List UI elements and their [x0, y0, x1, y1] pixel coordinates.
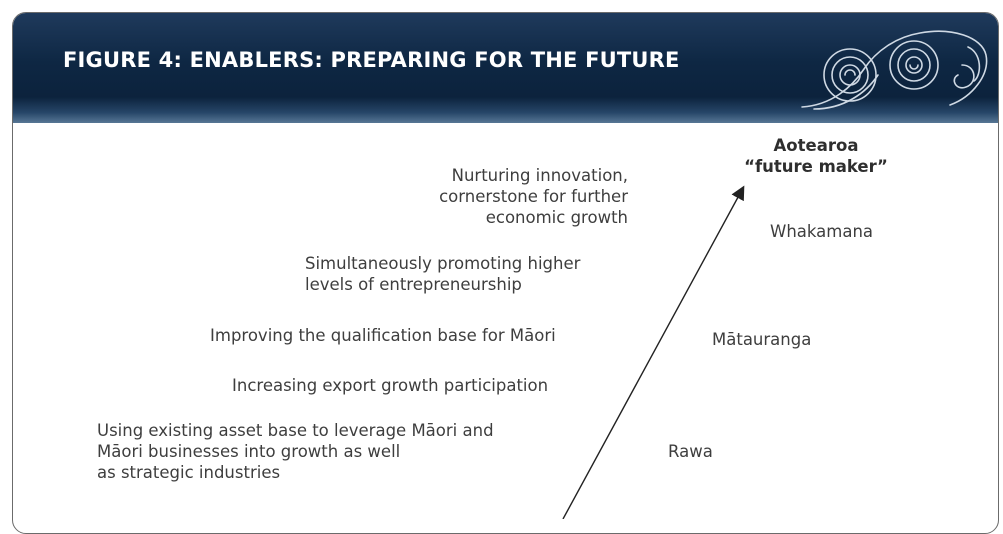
enabler-qualification: Improving the qualification base for Māo…	[210, 326, 556, 345]
enabler-innovation: Nurturing innovation, cornerstone for fu…	[439, 166, 628, 227]
stage-whakamana: Whakamana	[770, 222, 874, 241]
stage-rawa: Rawa	[668, 442, 713, 461]
enabler-export: Increasing export growth participation	[232, 376, 549, 395]
banner-glow	[13, 97, 998, 123]
enabler-asset-base: Using existing asset base to leverage Mā…	[97, 421, 494, 482]
header-banner: FIGURE 4: ENABLERS: PREPARING FOR THE FU…	[13, 13, 998, 123]
goal-label: Aotearoa “future maker”	[744, 136, 888, 176]
enabler-entrepreneurship: Simultaneously promoting higher levels o…	[305, 254, 581, 294]
stage-matauranga: Mātauranga	[712, 330, 812, 349]
koru-spiral-icon	[801, 30, 988, 110]
figure-title: FIGURE 4: ENABLERS: PREPARING FOR THE FU…	[63, 48, 680, 72]
figure-frame: FIGURE 4: ENABLERS: PREPARING FOR THE FU…	[12, 12, 999, 534]
